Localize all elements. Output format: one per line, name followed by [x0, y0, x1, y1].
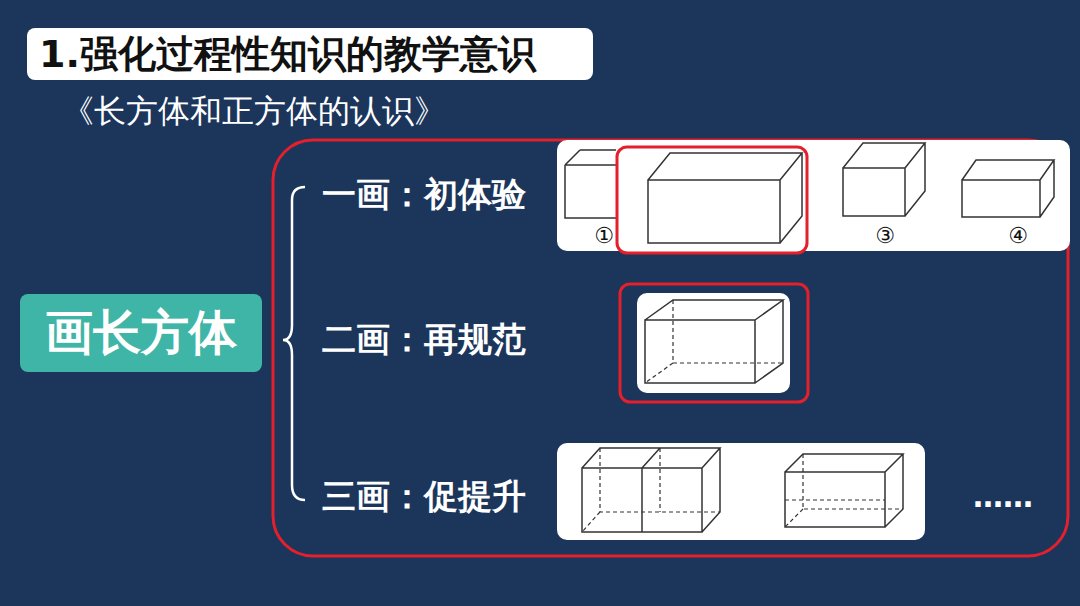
subtitle: 《长方体和正方体的认识》 — [62, 93, 446, 130]
ellipsis: …… — [973, 480, 1033, 515]
callout-number: ③ — [875, 223, 895, 248]
topic-box: 画长方体 — [20, 294, 262, 372]
sketch-panel-2 — [620, 284, 808, 402]
topic-text: 画长方体 — [45, 301, 237, 365]
brace — [283, 187, 305, 500]
callout-number: ④ — [1008, 223, 1028, 248]
callout-number: ① — [594, 223, 614, 248]
step-label: 一画：初体验 — [322, 175, 526, 214]
step-label: 三画：促提升 — [322, 477, 526, 516]
sketch-panel-3 — [557, 443, 925, 540]
step-label: 二画：再规范 — [322, 320, 526, 359]
sketch-panel-1 — [557, 140, 1070, 253]
title-box: 1.强化过程性知识的教学意识 — [27, 28, 593, 80]
title-text: 1.强化过程性知识的教学意识 — [39, 32, 536, 76]
